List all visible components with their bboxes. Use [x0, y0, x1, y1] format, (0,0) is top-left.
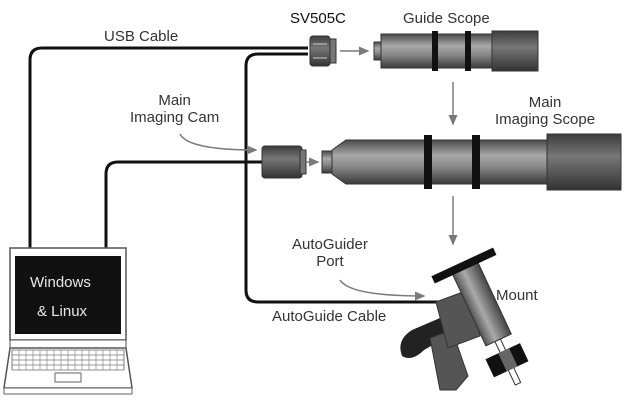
main-cam-label: Main Imaging Cam	[130, 92, 219, 126]
sv505c-label: SV505C	[290, 10, 346, 27]
sv505c-camera	[309, 35, 337, 67]
autoguide-cable-label: AutoGuide Cable	[272, 308, 387, 325]
autoguider-port-label-line2: Port	[316, 253, 344, 270]
laptop-screen-line2: & Linux	[37, 303, 88, 320]
main-imaging-scope	[321, 133, 622, 191]
laptop-screen-line1: Windows	[30, 274, 91, 291]
main-imaging-cam	[261, 145, 307, 179]
guide-scope	[373, 30, 539, 72]
main-cam-label-line1: Main	[158, 92, 191, 109]
main-cam-label-line2: Imaging Cam	[130, 109, 220, 126]
mount-label: Mount	[496, 287, 538, 304]
main-scope-label-line1: Main	[528, 94, 562, 111]
main-scope-label: Main Imaging Scope	[495, 94, 595, 128]
usb-cable-label: USB Cable	[104, 28, 179, 45]
main-cam-cable	[104, 160, 262, 248]
guide-scope-label: Guide Scope	[403, 10, 490, 27]
main-cam-pointer	[179, 133, 258, 155]
autoguide-cable	[244, 52, 440, 304]
main-scope-label-line2: Imaging Scope	[495, 111, 596, 128]
laptop	[3, 247, 133, 395]
autoguider-port-label: AutoGuider Port	[292, 236, 368, 270]
autoguider-port-pointer	[339, 279, 426, 301]
mount	[400, 247, 529, 391]
autoguider-port-label-line1: AutoGuider	[292, 236, 368, 253]
usb-cable	[28, 46, 308, 248]
